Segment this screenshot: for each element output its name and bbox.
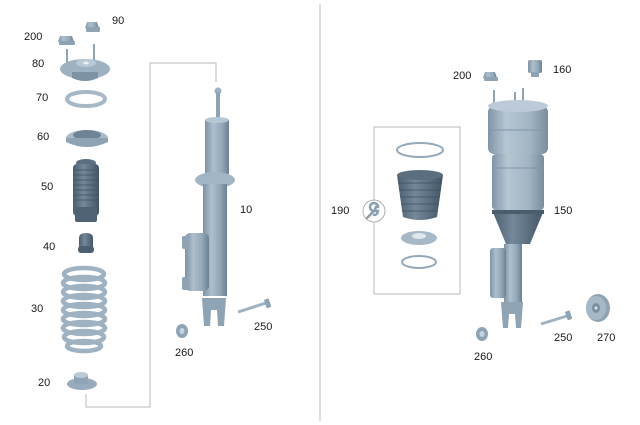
label-10: 10 [240,204,253,216]
label-150: 150 [554,205,573,217]
label-60: 60 [37,131,50,143]
bolt-250-left[interactable] [237,298,272,314]
bushing-270[interactable] [586,294,610,322]
label-250-right: 250 [554,332,573,344]
label-20: 20 [38,377,51,389]
label-200-right: 200 [453,70,472,82]
seat-ring-kit[interactable] [401,231,437,245]
label-260-right: 260 [474,351,493,363]
label-90: 90 [112,15,125,27]
clamp-ring-upper[interactable] [396,142,444,158]
shim-ring-70[interactable] [65,90,107,108]
bump-stop-40[interactable] [78,233,94,253]
label-250-left: 250 [254,321,273,333]
label-80: 80 [32,58,45,70]
nut-90[interactable] [85,22,100,32]
label-160: 160 [553,64,572,76]
shock-absorber-10[interactable] [182,87,235,327]
cap-160[interactable] [528,60,542,77]
bellows-kit[interactable] [397,170,443,220]
label-200-left: 200 [24,31,43,43]
label-50: 50 [41,181,54,193]
coil-spring-30[interactable] [60,265,108,354]
air-strut-150[interactable] [488,88,548,328]
nut-200-right[interactable] [483,72,498,81]
leader-line-left [85,62,217,408]
bolt-250-right[interactable] [540,310,573,326]
label-40: 40 [43,241,56,253]
strut-mount-80[interactable] [60,44,110,81]
label-190: 190 [331,205,350,217]
dust-boot-50[interactable] [73,159,99,222]
label-70: 70 [36,92,49,104]
nut-260-right[interactable] [476,327,488,341]
label-30: 30 [31,303,44,315]
wrench-icon[interactable] [362,199,386,223]
nut-260-left[interactable] [176,324,188,338]
label-260-left: 260 [175,347,194,359]
clamp-ring-lower[interactable] [401,255,437,269]
label-270: 270 [597,332,616,344]
lower-spring-seat-20[interactable] [67,372,97,390]
nut-200-left[interactable] [58,36,75,45]
spring-seat-60[interactable] [66,130,108,147]
